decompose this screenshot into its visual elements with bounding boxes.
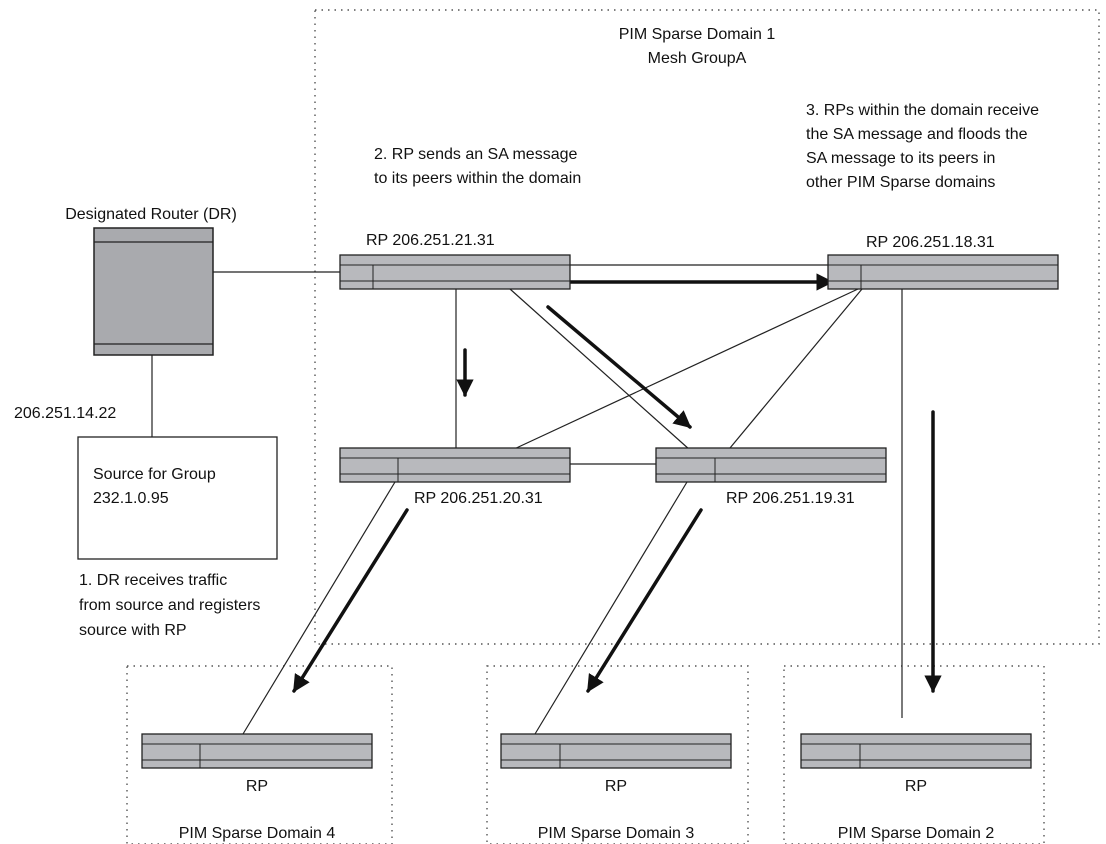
rp-router-domain-2 (800, 733, 1032, 769)
rp-router-domain-4 (141, 733, 373, 769)
domain-3-boundary (486, 665, 749, 844)
rp-d4-label: RP (246, 778, 268, 795)
domain-1-title: PIM Sparse Domain 1 (619, 26, 776, 43)
rp21-label: RP 206.251.21.31 (366, 232, 495, 249)
step-3-line-2: the SA message and floods the (806, 126, 1028, 143)
rp20-label: RP 206.251.20.31 (414, 490, 543, 507)
domain-3-label: PIM Sparse Domain 3 (538, 825, 695, 842)
step-2-line-1: 2. RP sends an SA message (374, 146, 577, 163)
rp-d2-label: RP (905, 778, 927, 795)
step-3-line-4: other PIM Sparse domains (806, 174, 995, 191)
arrow-rp19-to-d3 (586, 508, 703, 693)
links (151, 264, 903, 735)
arrow-rp21-to-rp19 (546, 305, 692, 429)
domain-1-subtitle: Mesh GroupA (648, 50, 747, 67)
link-rp20-rp-d4 (242, 481, 396, 735)
step-2-line-2: to its peers within the domain (374, 170, 581, 187)
source-label-line2: 232.1.0.95 (93, 490, 169, 507)
source-host-box (77, 436, 278, 560)
rp18-label: RP 206.251.18.31 (866, 234, 995, 251)
rp-router-19 (655, 447, 887, 483)
link-rp19-rp-d3 (534, 481, 688, 735)
domain-2-boundary (783, 665, 1045, 844)
rp-d3-label: RP (605, 778, 627, 795)
step-1-line-3: source with RP (79, 622, 187, 639)
domain-4-label: PIM Sparse Domain 4 (179, 825, 336, 842)
rp-router-21 (339, 254, 571, 290)
step-3-line-3: SA message to its peers in (806, 150, 995, 167)
link-rp19-rp18 (729, 288, 863, 449)
rp-router-20 (339, 447, 571, 483)
step-1-line-1: 1. DR receives traffic (79, 572, 227, 589)
step-3-line-1: 3. RPs within the domain receive (806, 102, 1039, 119)
arrow-rp20-to-d4 (292, 508, 409, 693)
designated-router-icon (93, 227, 214, 356)
source-label-line1: Source for Group (93, 466, 216, 483)
domain-2-label: PIM Sparse Domain 2 (838, 825, 995, 842)
sa-flow-arrows (292, 273, 942, 693)
rp-router-domain-3 (500, 733, 732, 769)
link-rp20-rp18 (511, 288, 859, 451)
dr-label: Designated Router (DR) (65, 206, 237, 223)
rp-router-18 (827, 254, 1059, 290)
link-rp21-rp19 (509, 288, 691, 451)
dr-link-address: 206.251.14.22 (14, 405, 116, 422)
rp19-label: RP 206.251.19.31 (726, 490, 855, 507)
step-1-line-2: from source and registers (79, 597, 260, 614)
